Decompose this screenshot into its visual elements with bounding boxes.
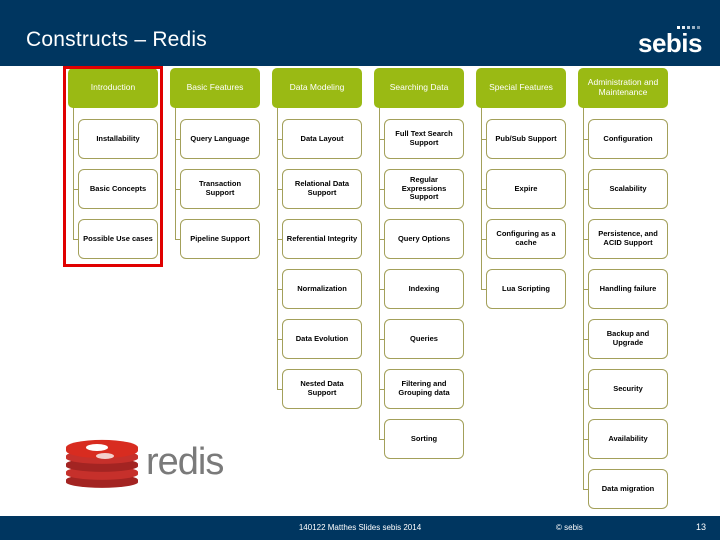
slide-header: Constructs – Redis sebis xyxy=(0,0,720,66)
connector-horizontal xyxy=(73,139,78,140)
connector-horizontal xyxy=(583,239,588,240)
tree-leaf-relational-data-support[interactable]: Relational Data Support xyxy=(282,169,362,209)
tree-leaf-availability[interactable]: Availability xyxy=(588,419,668,459)
tree-leaf-normalization[interactable]: Normalization xyxy=(282,269,362,309)
tree-leaf-transaction-support[interactable]: Transaction Support xyxy=(180,169,260,209)
connector-horizontal xyxy=(583,389,588,390)
connector-horizontal xyxy=(277,289,282,290)
tree-leaf-possible-use-cases[interactable]: Possible Use cases xyxy=(78,219,158,259)
tree-leaf-full-text-search-support[interactable]: Full Text Search Support xyxy=(384,119,464,159)
tree-root-basic-features[interactable]: Basic Features xyxy=(170,68,260,108)
tree-root-data-modeling[interactable]: Data Modeling xyxy=(272,68,362,108)
connector-horizontal xyxy=(481,239,486,240)
tree-leaf-lua-scripting[interactable]: Lua Scripting xyxy=(486,269,566,309)
connector-horizontal xyxy=(481,139,486,140)
connector-horizontal xyxy=(481,289,486,290)
tree-root-introduction[interactable]: Introduction xyxy=(68,68,158,108)
connector-vertical xyxy=(175,108,176,239)
tree-leaf-installability[interactable]: Installability xyxy=(78,119,158,159)
connector-horizontal xyxy=(379,289,384,290)
page-title: Constructs – Redis xyxy=(26,28,208,51)
footer-copyright: © sebis xyxy=(556,523,583,532)
connector-horizontal xyxy=(379,239,384,240)
connector-vertical xyxy=(583,108,584,489)
tree-leaf-indexing[interactable]: Indexing xyxy=(384,269,464,309)
tree-leaf-query-options[interactable]: Query Options xyxy=(384,219,464,259)
sebis-logo-wordmark: sebis xyxy=(638,28,703,58)
connector-horizontal xyxy=(175,139,180,140)
tree-root-searching-data[interactable]: Searching Data xyxy=(374,68,464,108)
tree-leaf-security[interactable]: Security xyxy=(588,369,668,409)
redis-wordmark: redis xyxy=(146,441,224,483)
connector-horizontal xyxy=(73,239,78,240)
tree-leaf-configuring-as-a-cache[interactable]: Configuring as a cache xyxy=(486,219,566,259)
connector-horizontal xyxy=(583,339,588,340)
redis-stack-icon xyxy=(66,436,138,494)
connector-vertical xyxy=(277,108,278,389)
tree-leaf-scalability[interactable]: Scalability xyxy=(588,169,668,209)
tree-leaf-basic-concepts[interactable]: Basic Concepts xyxy=(78,169,158,209)
tree-leaf-referential-integrity[interactable]: Referential Integrity xyxy=(282,219,362,259)
connector-horizontal xyxy=(379,139,384,140)
tree-leaf-data-evolution[interactable]: Data Evolution xyxy=(282,319,362,359)
connector-horizontal xyxy=(583,189,588,190)
connector-horizontal xyxy=(583,139,588,140)
tree-leaf-handling-failure[interactable]: Handling failure xyxy=(588,269,668,309)
tree-leaf-configuration[interactable]: Configuration xyxy=(588,119,668,159)
connector-horizontal xyxy=(379,339,384,340)
connector-horizontal xyxy=(379,189,384,190)
slide-footer: 140122 Matthes Slides sebis 2014 © sebis… xyxy=(0,516,720,540)
tree-leaf-pipeline-support[interactable]: Pipeline Support xyxy=(180,219,260,259)
connector-horizontal xyxy=(277,389,282,390)
connector-horizontal xyxy=(379,439,384,440)
connector-horizontal xyxy=(583,439,588,440)
sebis-logo-dots xyxy=(677,26,700,29)
connector-vertical xyxy=(73,108,74,239)
tree-root-administration-and-maintenance[interactable]: Administration and Maintenance xyxy=(578,68,668,108)
tree-leaf-queries[interactable]: Queries xyxy=(384,319,464,359)
redis-logo: redis xyxy=(58,432,238,498)
tree-root-special-features[interactable]: Special Features xyxy=(476,68,566,108)
connector-horizontal xyxy=(175,239,180,240)
tree-leaf-data-layout[interactable]: Data Layout xyxy=(282,119,362,159)
connector-horizontal xyxy=(583,289,588,290)
tree-leaf-regular-expressions-support[interactable]: Regular Expressions Support xyxy=(384,169,464,209)
sebis-logo: sebis xyxy=(598,26,703,60)
connector-vertical xyxy=(379,108,380,439)
connector-horizontal xyxy=(277,189,282,190)
connector-horizontal xyxy=(583,489,588,490)
tree-leaf-backup-and-upgrade[interactable]: Backup and Upgrade xyxy=(588,319,668,359)
footer-source-text: 140122 Matthes Slides sebis 2014 xyxy=(298,523,422,532)
tree-leaf-filtering-and-grouping-data[interactable]: Filtering and Grouping data xyxy=(384,369,464,409)
tree-leaf-pub-sub-support[interactable]: Pub/Sub Support xyxy=(486,119,566,159)
tree-leaf-data-migration[interactable]: Data migration xyxy=(588,469,668,509)
tree-leaf-persistence-and-acid-support[interactable]: Persistence, and ACID Support xyxy=(588,219,668,259)
highlight-rectangle-introduction xyxy=(63,66,163,267)
connector-horizontal xyxy=(277,239,282,240)
tree-leaf-query-language[interactable]: Query Language xyxy=(180,119,260,159)
connector-horizontal xyxy=(277,139,282,140)
tree-leaf-nested-data-support[interactable]: Nested Data Support xyxy=(282,369,362,409)
tree-leaf-sorting[interactable]: Sorting xyxy=(384,419,464,459)
connector-horizontal xyxy=(481,189,486,190)
connector-horizontal xyxy=(277,339,282,340)
connector-vertical xyxy=(481,108,482,289)
tree-leaf-expire[interactable]: Expire xyxy=(486,169,566,209)
connector-horizontal xyxy=(73,189,78,190)
footer-page-number: 13 xyxy=(695,522,706,532)
connector-horizontal xyxy=(175,189,180,190)
connector-horizontal xyxy=(379,389,384,390)
